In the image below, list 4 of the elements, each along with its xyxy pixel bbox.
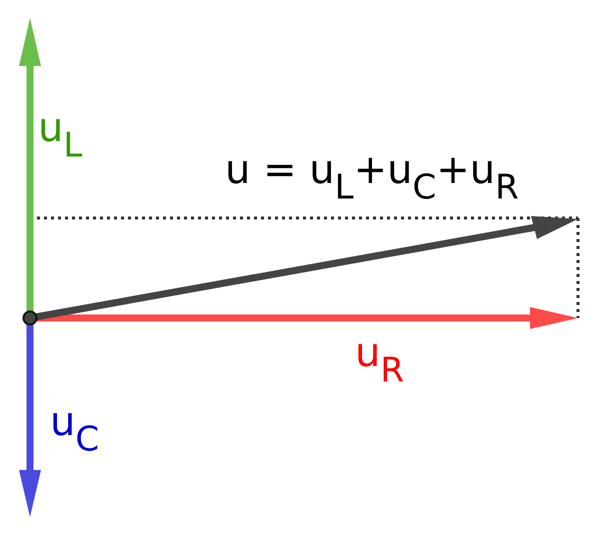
- vector-label: u$_{C}$: [50, 402, 100, 456]
- vector-label: u$_{L}$: [38, 108, 82, 162]
- vector-label: u$_{R}$: [355, 333, 404, 388]
- vector-label: u = u$_{L}$+u$_{C}$+u$_{R}$: [225, 150, 519, 204]
